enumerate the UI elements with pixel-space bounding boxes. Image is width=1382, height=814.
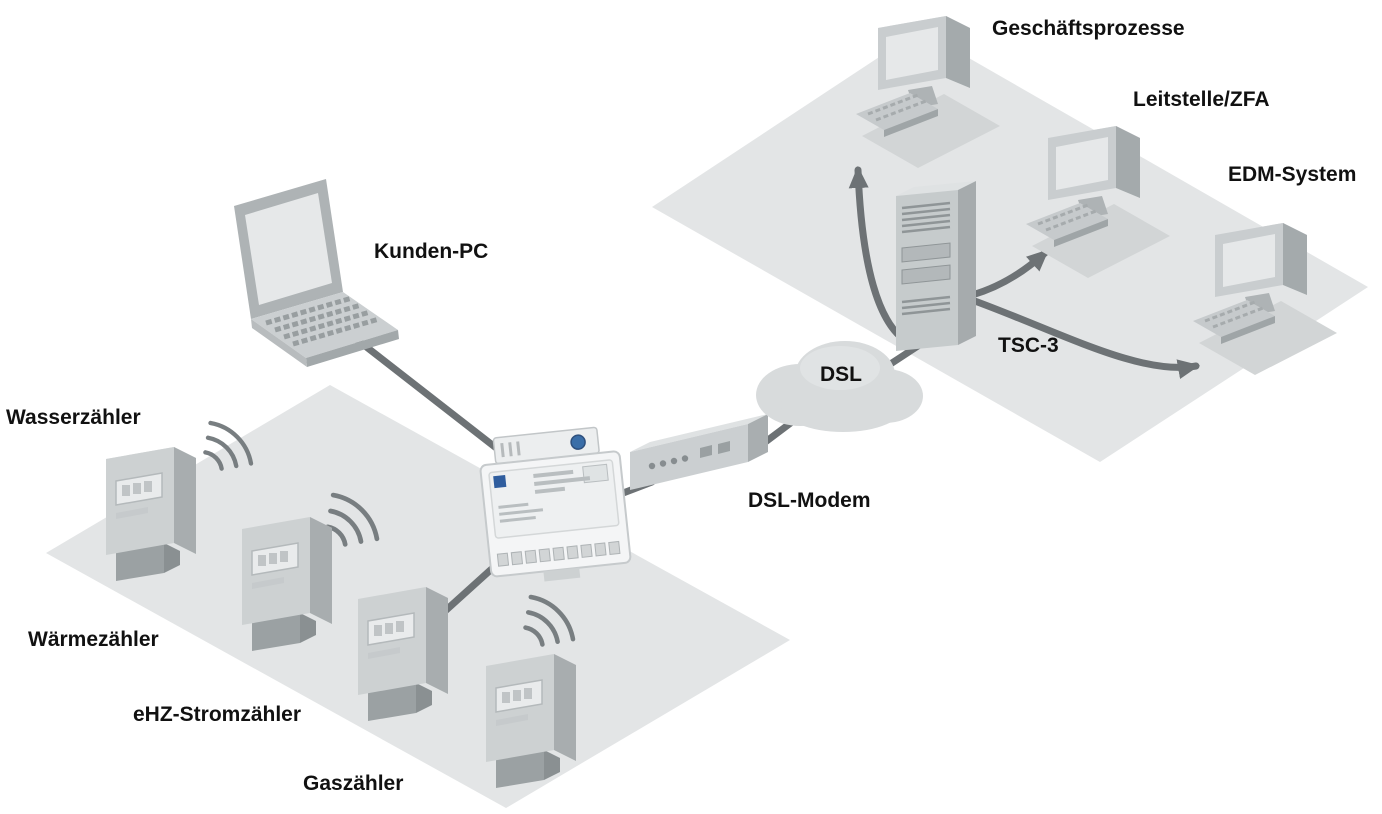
modem-port bbox=[700, 445, 712, 458]
gateway-din-clip bbox=[543, 567, 581, 582]
label-tsc-3: TSC-3 bbox=[998, 334, 1059, 357]
modem-side bbox=[748, 414, 768, 462]
label-wasserzaehler: Wasserzähler bbox=[6, 406, 141, 429]
arrow-to-geschaeftsprozesse bbox=[848, 166, 906, 342]
label-gaszaehler: Gaszähler bbox=[303, 772, 404, 795]
backend-platform bbox=[652, 30, 1368, 462]
gateway-logo bbox=[493, 474, 507, 489]
kunden-pc-laptop bbox=[234, 179, 399, 367]
gateway-terminals bbox=[496, 540, 621, 567]
dsl-modem-device bbox=[630, 414, 768, 490]
gateway-vent bbox=[500, 442, 505, 458]
line-laptop-gateway bbox=[338, 324, 526, 472]
server-side bbox=[958, 181, 976, 345]
arrow-to-edm bbox=[968, 296, 1200, 379]
laptop-keys bbox=[265, 295, 380, 347]
laptop-screen bbox=[245, 193, 332, 305]
gateway-blue-connector bbox=[570, 434, 586, 450]
server-vents-top bbox=[901, 201, 951, 234]
smart-meter-gateway bbox=[479, 426, 632, 582]
server-drive-bay bbox=[901, 242, 951, 263]
label-kunden-pc: Kunden-PC bbox=[374, 240, 489, 263]
server-drive-bay bbox=[901, 264, 951, 285]
modem-top bbox=[630, 414, 768, 452]
server-top bbox=[896, 181, 976, 196]
label-edm-system: EDM-System bbox=[1228, 163, 1357, 186]
gateway-vent bbox=[516, 441, 521, 456]
arrow-to-leitstelle bbox=[968, 248, 1050, 299]
gateway-label-text-lines bbox=[498, 469, 591, 523]
gateway-vent bbox=[508, 442, 513, 457]
modem-port bbox=[718, 441, 730, 454]
label-dsl-modem: DSL-Modem bbox=[748, 489, 871, 512]
tsc3-server bbox=[896, 181, 976, 351]
laptop-left-edge bbox=[251, 319, 307, 367]
modem-leds bbox=[648, 455, 689, 470]
label-dsl: DSL bbox=[820, 363, 862, 386]
label-leitstelle-zfa: Leitstelle/ZFA bbox=[1133, 88, 1270, 111]
label-geschaeftsprozesse: Geschäftsprozesse bbox=[992, 17, 1185, 40]
label-waermezaehler: Wärmezähler bbox=[28, 628, 159, 651]
backend-arrows bbox=[848, 166, 1200, 379]
modem-front bbox=[630, 424, 748, 490]
label-ehz-stromzaehler: eHZ-Stromzähler bbox=[133, 703, 302, 726]
dsl-cloud bbox=[756, 341, 923, 432]
laptop-keyboard-deck bbox=[251, 292, 398, 358]
laptop-front-edge bbox=[306, 330, 399, 367]
server-vents-bottom bbox=[901, 295, 951, 316]
